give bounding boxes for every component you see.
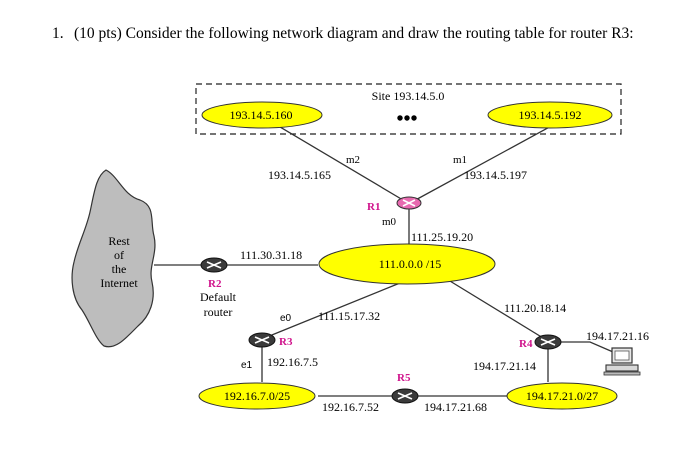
internet-cloud — [71, 169, 156, 348]
site-dots: ••• — [396, 108, 417, 130]
question-text: (10 pts) Consider the following network … — [74, 25, 634, 42]
interface-m2: m2 — [346, 154, 360, 166]
address-r2: 111.30.31.18 — [240, 248, 302, 262]
address-r5-left: 192.16.7.52 — [322, 400, 379, 414]
link-site-left-r1 — [274, 123, 409, 204]
network-site-right — [487, 101, 613, 129]
cloud-line-3: the — [112, 262, 127, 276]
router-r1 — [396, 196, 422, 210]
address-r3-e1: 192.16.7.5 — [267, 355, 318, 369]
network-center — [318, 243, 496, 285]
router-r4 — [534, 334, 562, 350]
site-label: Site 193.14.5.0 — [372, 89, 445, 103]
network-bottom-right-label: 194.17.21.0/27 — [526, 389, 598, 403]
cloud-line-4: Internet — [100, 276, 138, 290]
router-r5-label: R5 — [397, 372, 411, 384]
interface-m0: m0 — [382, 216, 397, 228]
address-r4-bottom: 194.17.21.14 — [473, 359, 536, 373]
address-r1-m2: 193.14.5.165 — [268, 168, 331, 182]
interface-e1: e1 — [241, 360, 253, 371]
r2-caption-line-1: Default — [200, 290, 237, 304]
router-r1-label: R1 — [367, 201, 380, 213]
network-bottom-right — [506, 382, 618, 410]
link-r4-host — [548, 341, 621, 356]
question-number: 1. — [52, 25, 64, 42]
interface-m1: m1 — [453, 154, 467, 166]
address-host: 194.17.21.16 — [586, 329, 649, 343]
address-r1-m1: 193.14.5.197 — [464, 168, 527, 182]
router-r2 — [200, 257, 228, 273]
link-center-r3 — [261, 282, 401, 340]
address-r3-e0: 111.15.17.32 — [318, 309, 380, 323]
network-bottom-left — [198, 382, 316, 410]
link-center-r4 — [444, 277, 549, 342]
computer-icon — [603, 347, 641, 376]
link-site-right-r1 — [409, 123, 556, 204]
network-site-right-label: 193.14.5.192 — [519, 108, 582, 122]
router-r3 — [248, 332, 276, 348]
address-r4-top: 111.20.18.14 — [504, 301, 566, 315]
r2-caption-line-2: router — [204, 305, 233, 319]
network-bottom-left-label: 192.16.7.0/25 — [224, 389, 290, 403]
site-box — [195, 83, 622, 135]
router-r4-label: R4 — [519, 338, 533, 350]
address-r5-right: 194.17.21.68 — [424, 400, 487, 414]
router-r3-label: R3 — [279, 336, 293, 348]
router-r5 — [391, 388, 419, 404]
network-site-left-label: 193.14.5.160 — [230, 108, 293, 122]
cloud-line-2: of — [114, 248, 124, 262]
interface-e0: e0 — [280, 313, 292, 324]
network-site-left — [201, 101, 323, 129]
address-r1-m0: 111.25.19.20 — [411, 230, 473, 244]
cloud-line-1: Rest — [108, 234, 130, 248]
router-r2-label: R2 — [208, 278, 222, 290]
network-center-label: 111.0.0.0 /15 — [379, 257, 441, 271]
